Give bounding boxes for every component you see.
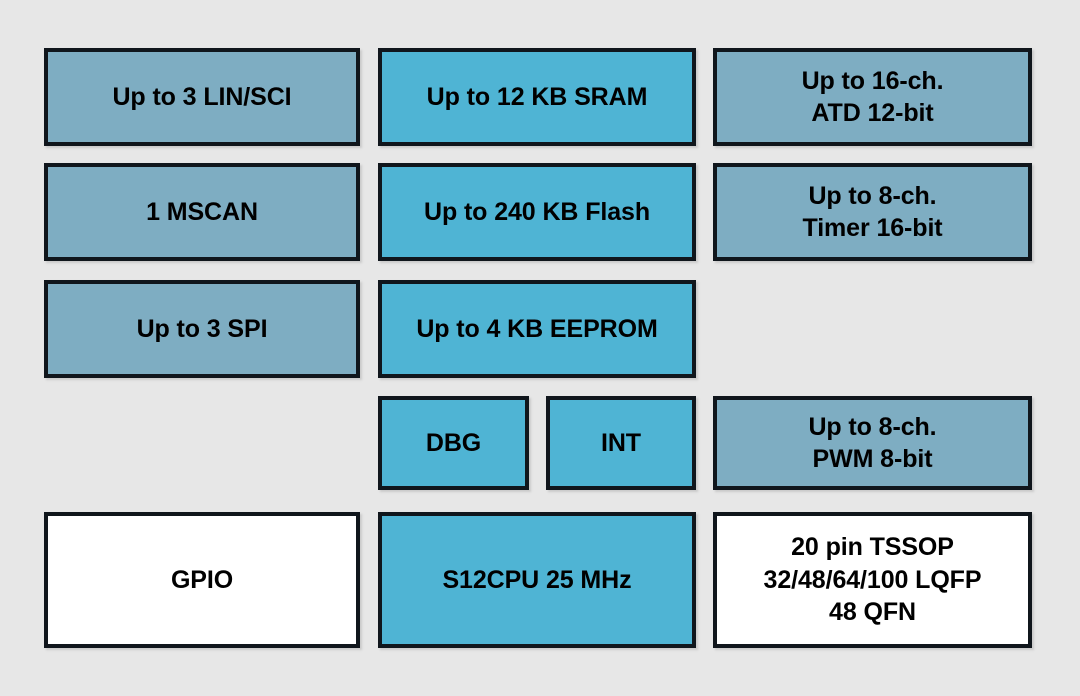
package-label: 20 pin TSSOP 32/48/64/100 LQFP 48 QFN: [723, 531, 1022, 629]
block-text-line: S12CPU 25 MHz: [442, 565, 632, 594]
atd-label: Up to 16-ch. ATD 12-bit: [723, 65, 1022, 130]
timer-label: Up to 8-ch. Timer 16-bit: [723, 180, 1022, 245]
block-text-line: Up to 240 KB Flash: [423, 197, 651, 226]
block-text-line: Timer 16-bit: [802, 214, 943, 242]
atd-block[interactable]: Up to 16-ch. ATD 12-bit: [713, 48, 1032, 146]
block-text-line: PWM 8-bit: [812, 445, 933, 473]
gpio-block[interactable]: GPIO: [44, 512, 360, 648]
pwm-label: Up to 8-ch. PWM 8-bit: [723, 411, 1022, 476]
block-text-line: Up to 3 LIN/SCI: [112, 82, 292, 111]
block-text-line: Up to 8-ch.: [808, 412, 937, 441]
int-label: INT: [556, 427, 686, 460]
block-text-line: Up to 3 SPI: [136, 314, 268, 343]
flash-block[interactable]: Up to 240 KB Flash: [378, 163, 696, 261]
cpu-block[interactable]: S12CPU 25 MHz: [378, 512, 696, 648]
eeprom-block[interactable]: Up to 4 KB EEPROM: [378, 280, 696, 378]
spi-label: Up to 3 SPI: [54, 313, 350, 346]
block-text-line: Up to 4 KB EEPROM: [416, 314, 658, 343]
block-text-line: 20 pin TSSOP: [791, 533, 954, 562]
block-text-line: ATD 12-bit: [811, 99, 934, 127]
dbg-label: DBG: [388, 427, 519, 460]
pwm-block[interactable]: Up to 8-ch. PWM 8-bit: [713, 396, 1032, 490]
block-text-line: DBG: [425, 428, 482, 457]
block-text-line: INT: [601, 428, 641, 457]
lin-sci-block[interactable]: Up to 3 LIN/SCI: [44, 48, 360, 146]
gpio-label: GPIO: [54, 564, 350, 597]
cpu-label: S12CPU 25 MHz: [388, 564, 686, 597]
block-text-line: Up to 16-ch.: [801, 66, 944, 95]
dbg-block[interactable]: DBG: [378, 396, 529, 490]
block-text-line: Up to 12 KB SRAM: [426, 82, 648, 111]
timer-block[interactable]: Up to 8-ch. Timer 16-bit: [713, 163, 1032, 261]
sram-label: Up to 12 KB SRAM: [388, 81, 686, 114]
mscan-label: 1 MSCAN: [54, 196, 350, 229]
block-text-line: 32/48/64/100 LQFP: [763, 565, 982, 594]
block-text-line: 48 QFN: [829, 598, 916, 627]
int-block[interactable]: INT: [546, 396, 696, 490]
spi-block[interactable]: Up to 3 SPI: [44, 280, 360, 378]
block-text-line: GPIO: [170, 565, 234, 594]
block-text-line: Up to 8-ch.: [808, 181, 937, 210]
flash-label: Up to 240 KB Flash: [388, 196, 686, 229]
block-text-line: 1 MSCAN: [146, 197, 258, 226]
sram-block[interactable]: Up to 12 KB SRAM: [378, 48, 696, 146]
eeprom-label: Up to 4 KB EEPROM: [388, 313, 686, 346]
lin-sci-label: Up to 3 LIN/SCI: [54, 81, 350, 114]
mscan-block[interactable]: 1 MSCAN: [44, 163, 360, 261]
package-block[interactable]: 20 pin TSSOP 32/48/64/100 LQFP 48 QFN: [713, 512, 1032, 648]
